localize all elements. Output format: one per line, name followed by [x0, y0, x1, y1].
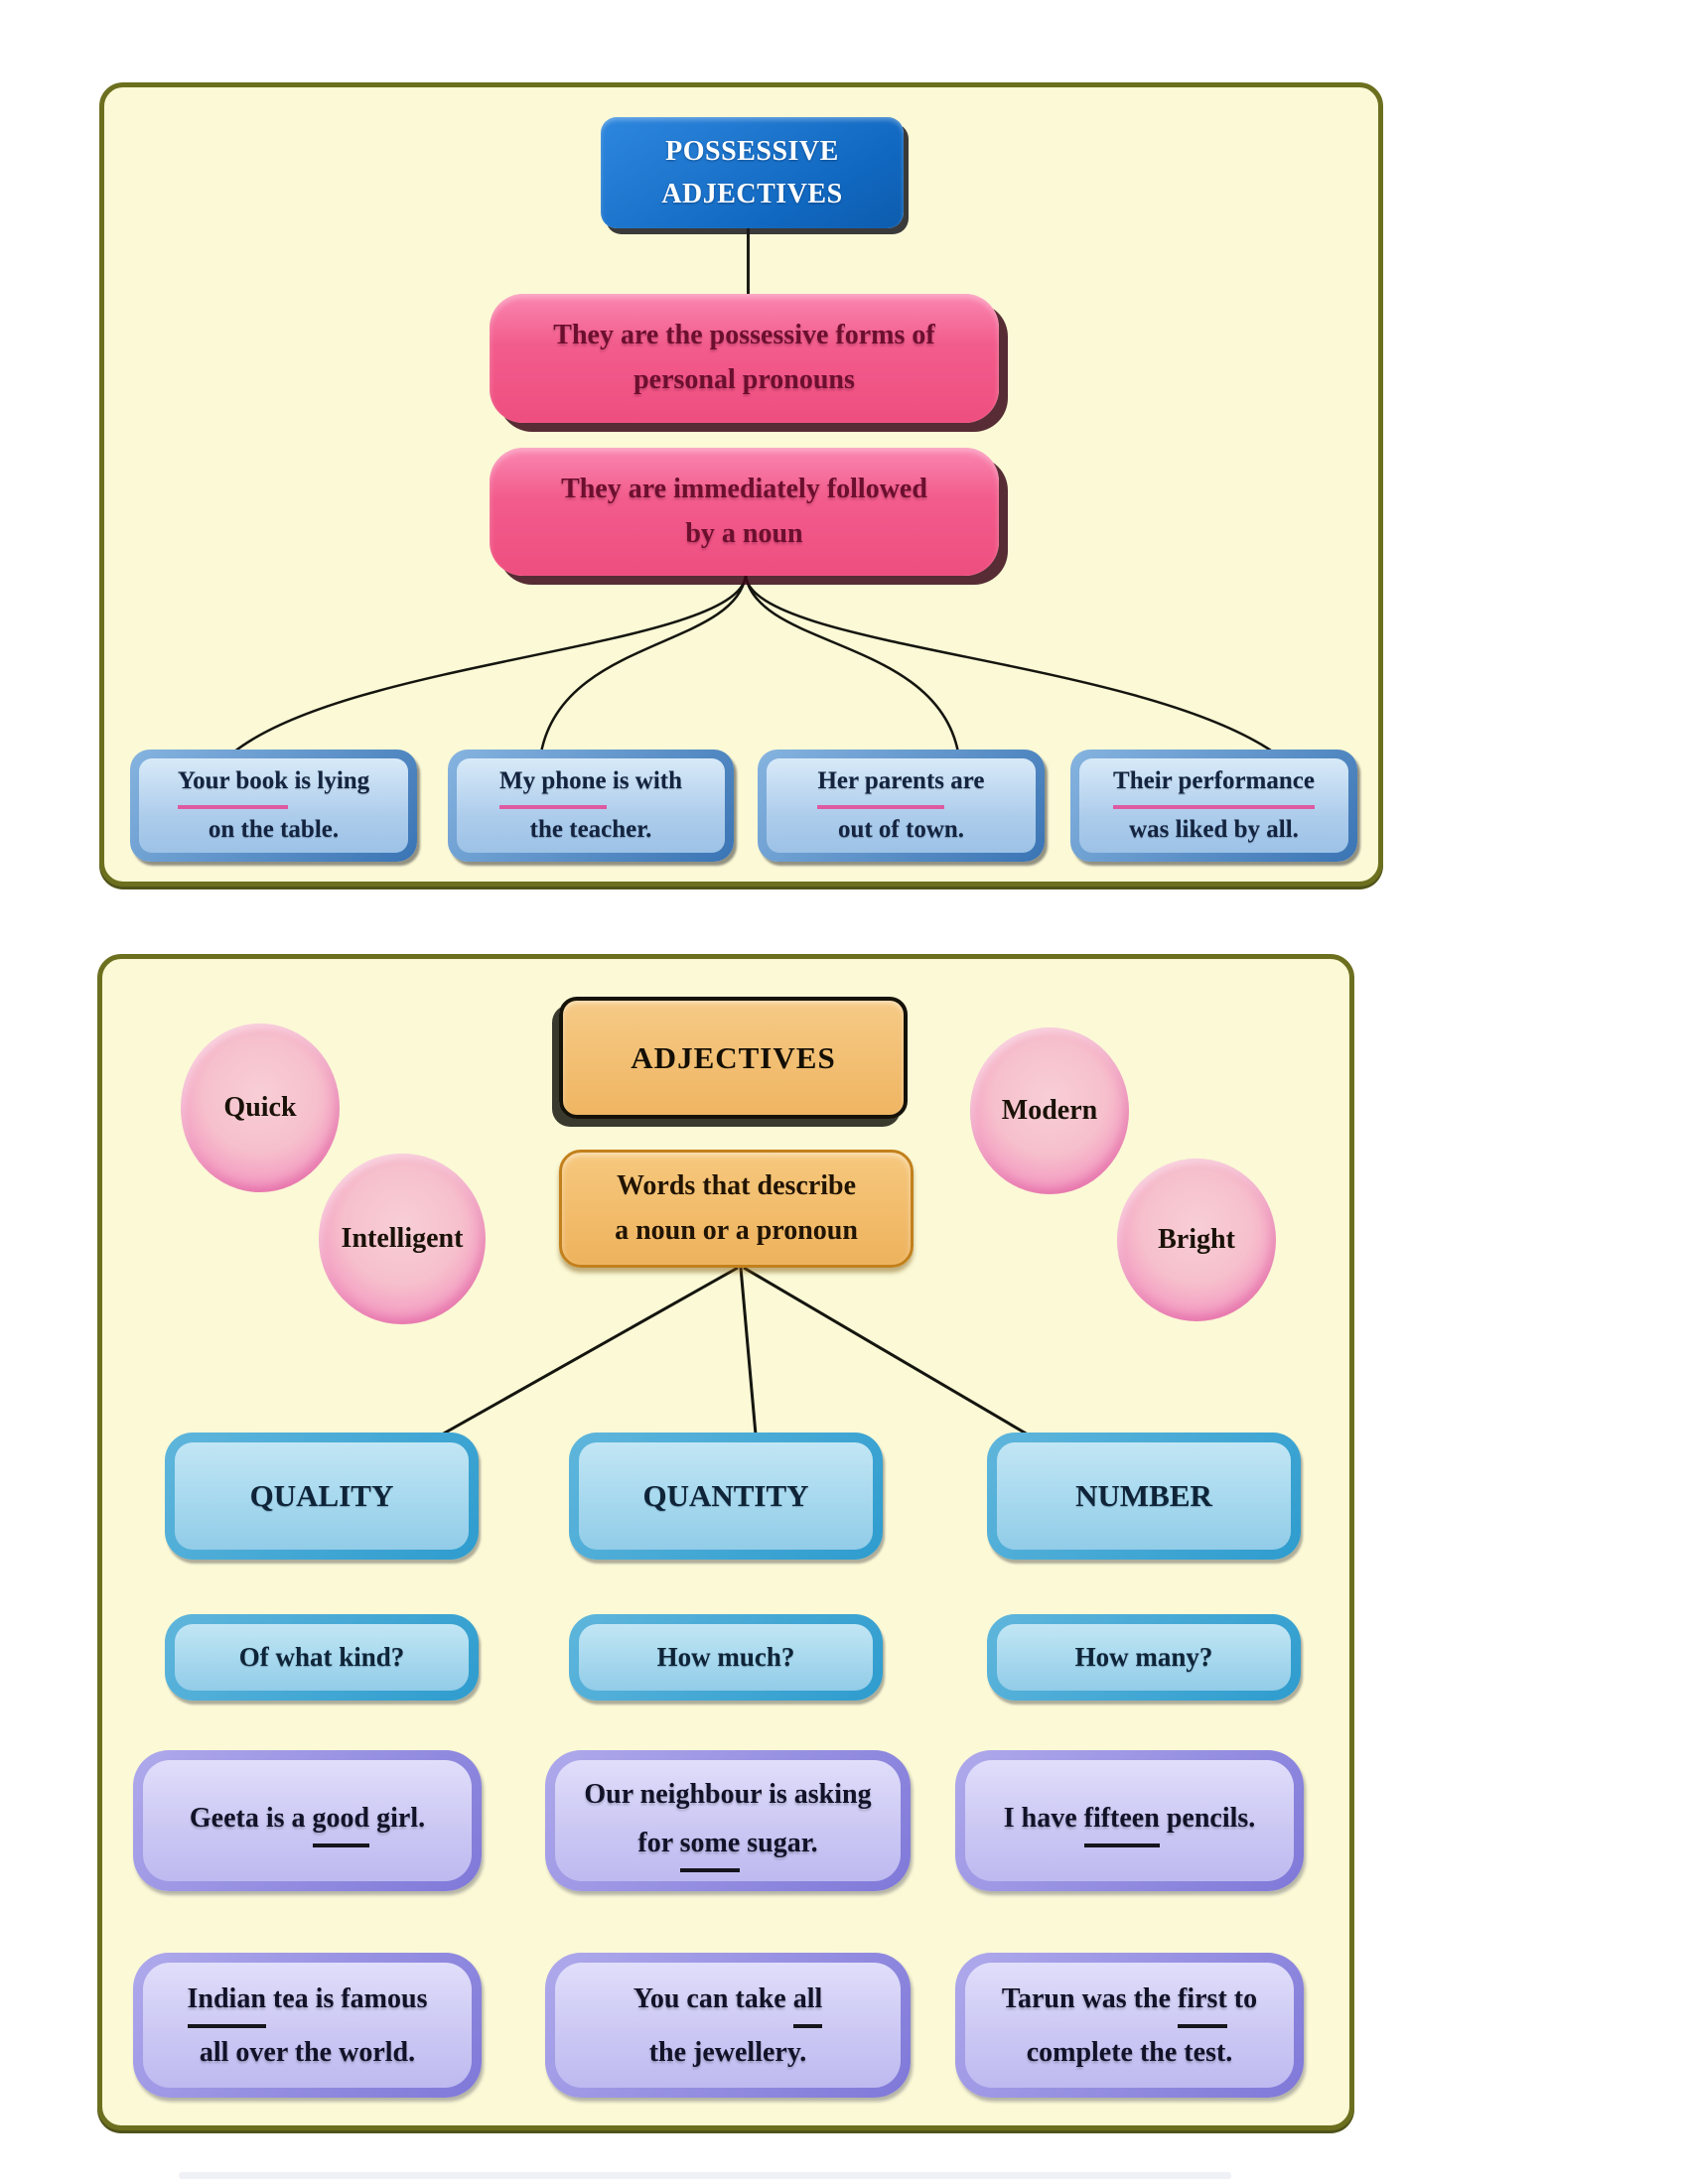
example-text: Geeta is a good girl. — [143, 1760, 472, 1881]
example-box-fifteen-pencils: I have fifteen pencils. — [955, 1750, 1304, 1891]
adjective-bubble-intelligent: Intelligent — [319, 1154, 486, 1324]
category-label: QUANTITY — [579, 1442, 873, 1550]
connector-title-to-fact1 — [747, 226, 750, 296]
connector-curves-possessive — [232, 575, 1275, 754]
category-box-quality: QUALITY — [165, 1433, 479, 1560]
compression-artifact-bar — [179, 2172, 1231, 2179]
adjectives-panel: Quick Intelligent Modern Bright ADJECTIV… — [97, 954, 1354, 2130]
question-box-how-much: How much? — [569, 1614, 883, 1701]
question-box-what-kind: Of what kind? — [165, 1614, 479, 1701]
adjective-bubble-quick: Quick — [181, 1024, 340, 1192]
adjective-bubble-bright: Bright — [1117, 1159, 1276, 1321]
question-label: How much? — [579, 1624, 873, 1691]
connector-lines-adjectives — [441, 1266, 1029, 1436]
question-label: Of what kind? — [175, 1624, 469, 1691]
example-box-geeta: Geeta is a good girl. — [133, 1750, 482, 1891]
category-box-quantity: QUANTITY — [569, 1433, 883, 1560]
category-label: NUMBER — [997, 1442, 1291, 1550]
question-box-how-many: How many? — [987, 1614, 1301, 1701]
category-box-number: NUMBER — [987, 1433, 1301, 1560]
adjective-bubble-modern: Modern — [970, 1027, 1129, 1194]
question-label: How many? — [997, 1624, 1291, 1691]
adjectives-title-box: ADJECTIVES — [559, 997, 908, 1119]
category-label: QUALITY — [175, 1442, 469, 1550]
example-text: I have fifteen pencils. — [965, 1760, 1294, 1881]
